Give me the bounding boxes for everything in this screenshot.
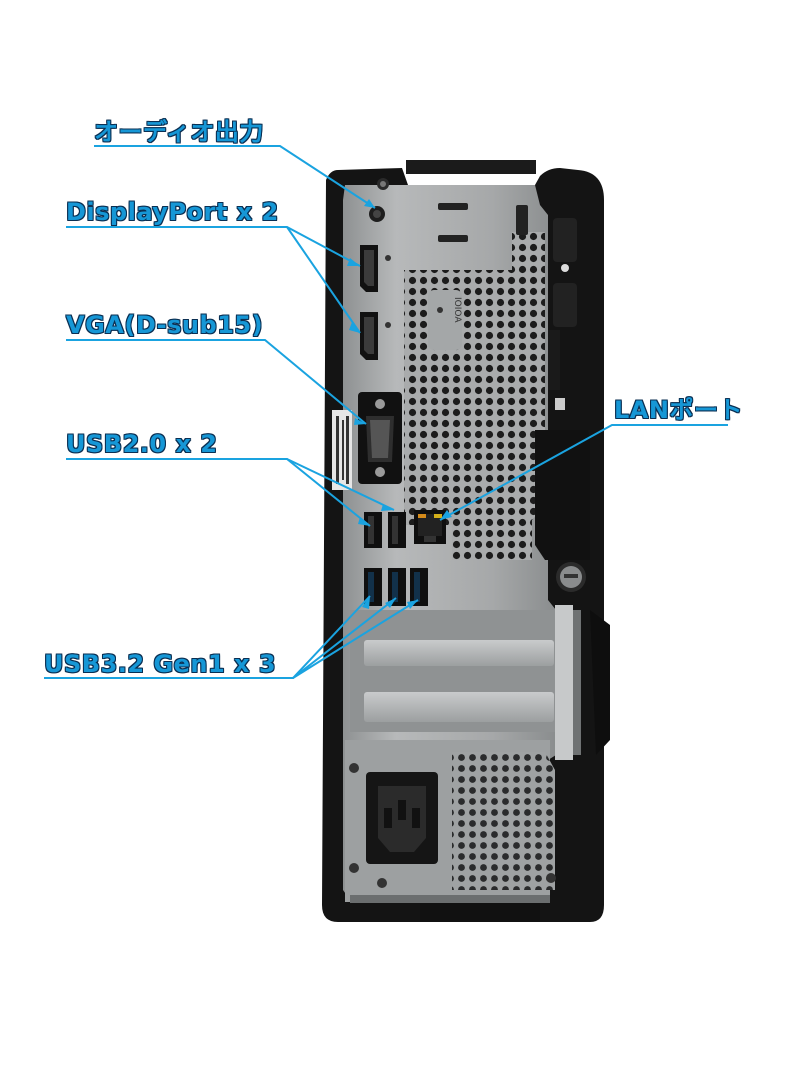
- label-usb3: USB3.2 Gen1 x 3: [44, 650, 277, 678]
- bottom-edge: [350, 895, 550, 903]
- power-supply: [345, 740, 556, 902]
- vga-port: [358, 392, 402, 484]
- right-side-features: [535, 218, 590, 592]
- vent-mark: IOIOA: [452, 297, 462, 323]
- callout-line-usb3-3: [292, 599, 419, 679]
- callout-line-vga: [66, 339, 367, 425]
- label-displayport: DisplayPort x 2: [66, 198, 279, 226]
- psu-fan-grille: [452, 752, 555, 890]
- top-hardware: [377, 178, 569, 272]
- callout-lines: [44, 145, 728, 679]
- serial-sticker: [332, 410, 352, 490]
- callout-line-lan: [439, 424, 728, 521]
- callout-line-audio: [94, 145, 376, 209]
- expansion-slots: [350, 605, 581, 760]
- audio-jack: [369, 206, 385, 222]
- callout-line-dp-2: [286, 226, 361, 334]
- callout-arrowheads: [347, 199, 452, 609]
- label-audio-output: オーディオ出力: [94, 118, 264, 146]
- usb3-ports: [364, 568, 428, 606]
- callout-line-dp-1: [66, 226, 361, 267]
- label-usb2: USB2.0 x 2: [66, 430, 218, 458]
- displayport-ports: [360, 245, 391, 360]
- callout-line-usb2-2: [286, 458, 395, 511]
- lan-port: [414, 510, 446, 544]
- label-vga: VGA(D-sub15): [66, 311, 264, 339]
- label-lan-port: LANポート: [614, 396, 743, 424]
- callout-line-usb3-2: [292, 597, 397, 679]
- usb2-ports: [364, 512, 406, 548]
